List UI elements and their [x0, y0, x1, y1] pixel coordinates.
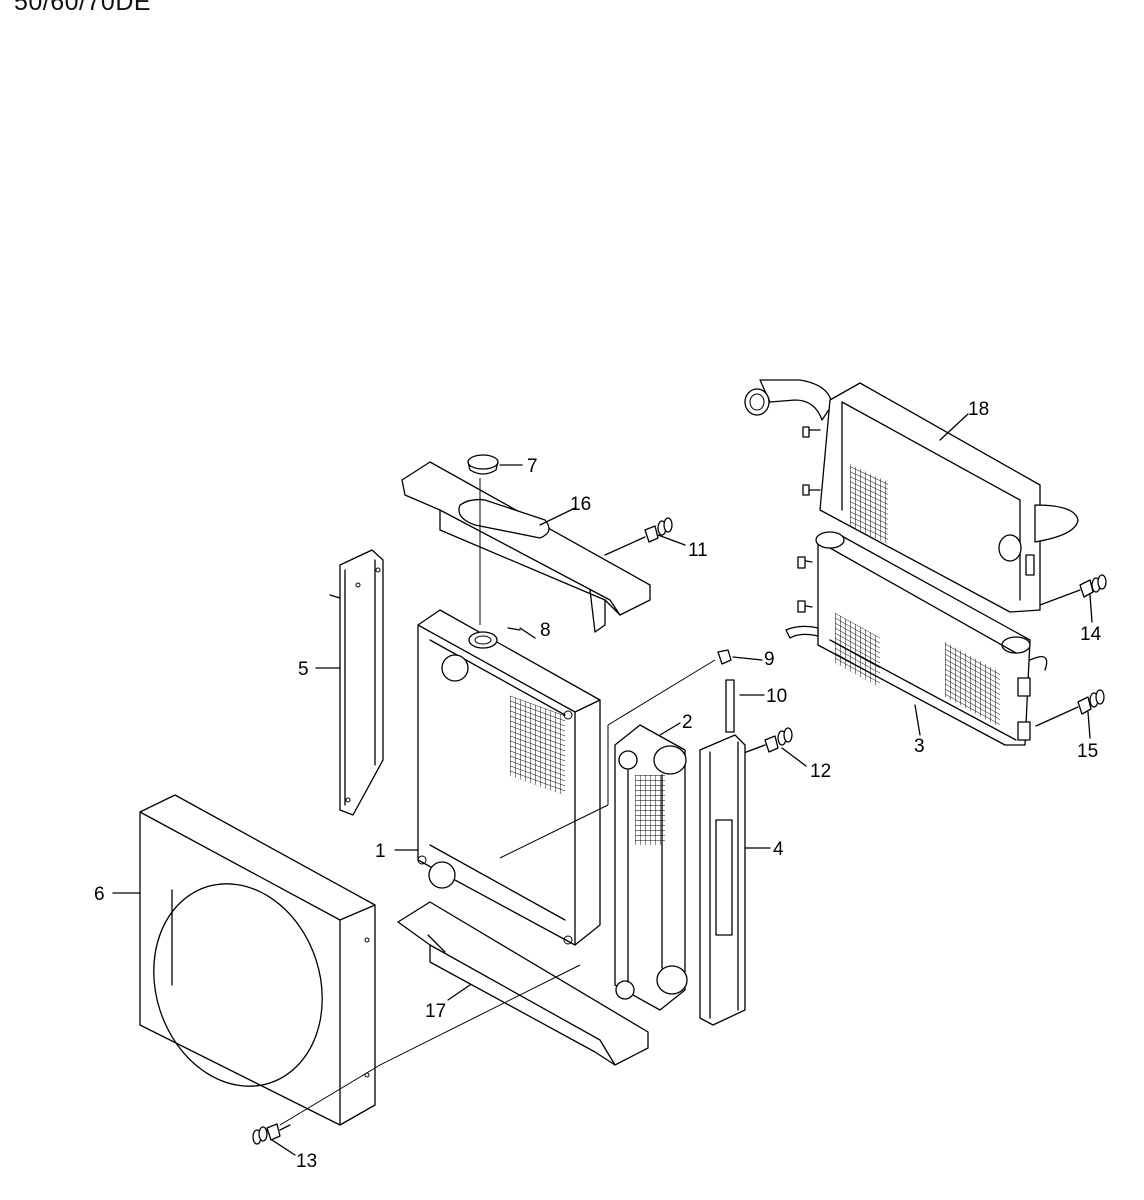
- part-1-radiator[interactable]: [394, 609, 609, 946]
- part-18-charge-air-cooler[interactable]: [744, 379, 1079, 613]
- callout-17: 17: [425, 1001, 446, 1022]
- part-11-bolt[interactable]: [604, 517, 686, 556]
- callout-3: 3: [914, 736, 925, 757]
- part-5-side-bracket[interactable]: [315, 549, 384, 816]
- callout-14: 14: [1080, 624, 1102, 645]
- callout-8: 8: [540, 620, 551, 641]
- page-title: 50/60/70DE: [14, 0, 152, 16]
- part-14-bolt[interactable]: [1039, 574, 1107, 623]
- callout-11: 11: [688, 540, 708, 561]
- callout-7: 7: [527, 456, 538, 477]
- part-3-oil-cooler[interactable]: [785, 531, 1048, 746]
- callout-2: 2: [682, 712, 693, 733]
- callout-5: 5: [298, 659, 309, 680]
- part-15-bolt[interactable]: [1035, 689, 1105, 739]
- part-6-fan-shroud[interactable]: [112, 794, 381, 1126]
- callout-6: 6: [94, 884, 105, 905]
- callout-16: 16: [570, 494, 591, 515]
- part-17-lower-bracket[interactable]: [379, 901, 649, 1066]
- callout-18: 18: [968, 399, 989, 420]
- callout-13: 13: [296, 1151, 317, 1172]
- part-8-pin[interactable]: [507, 627, 536, 639]
- callout-12: 12: [810, 761, 831, 782]
- callout-9: 9: [764, 649, 775, 670]
- callout-1: 1: [375, 841, 386, 862]
- part-2-cooler-core[interactable]: [614, 722, 688, 1011]
- part-9-drain-valve[interactable]: [607, 649, 763, 805]
- callout-4: 4: [773, 839, 784, 860]
- part-4-side-bracket[interactable]: [699, 734, 771, 1026]
- part-16-top-bracket[interactable]: [401, 461, 651, 633]
- callout-10: 10: [766, 686, 787, 707]
- part-7-radiator-cap[interactable]: [467, 454, 523, 625]
- part-13-bolt[interactable]: [252, 1123, 296, 1156]
- part-10-hose[interactable]: [725, 679, 765, 733]
- callout-15: 15: [1077, 741, 1098, 762]
